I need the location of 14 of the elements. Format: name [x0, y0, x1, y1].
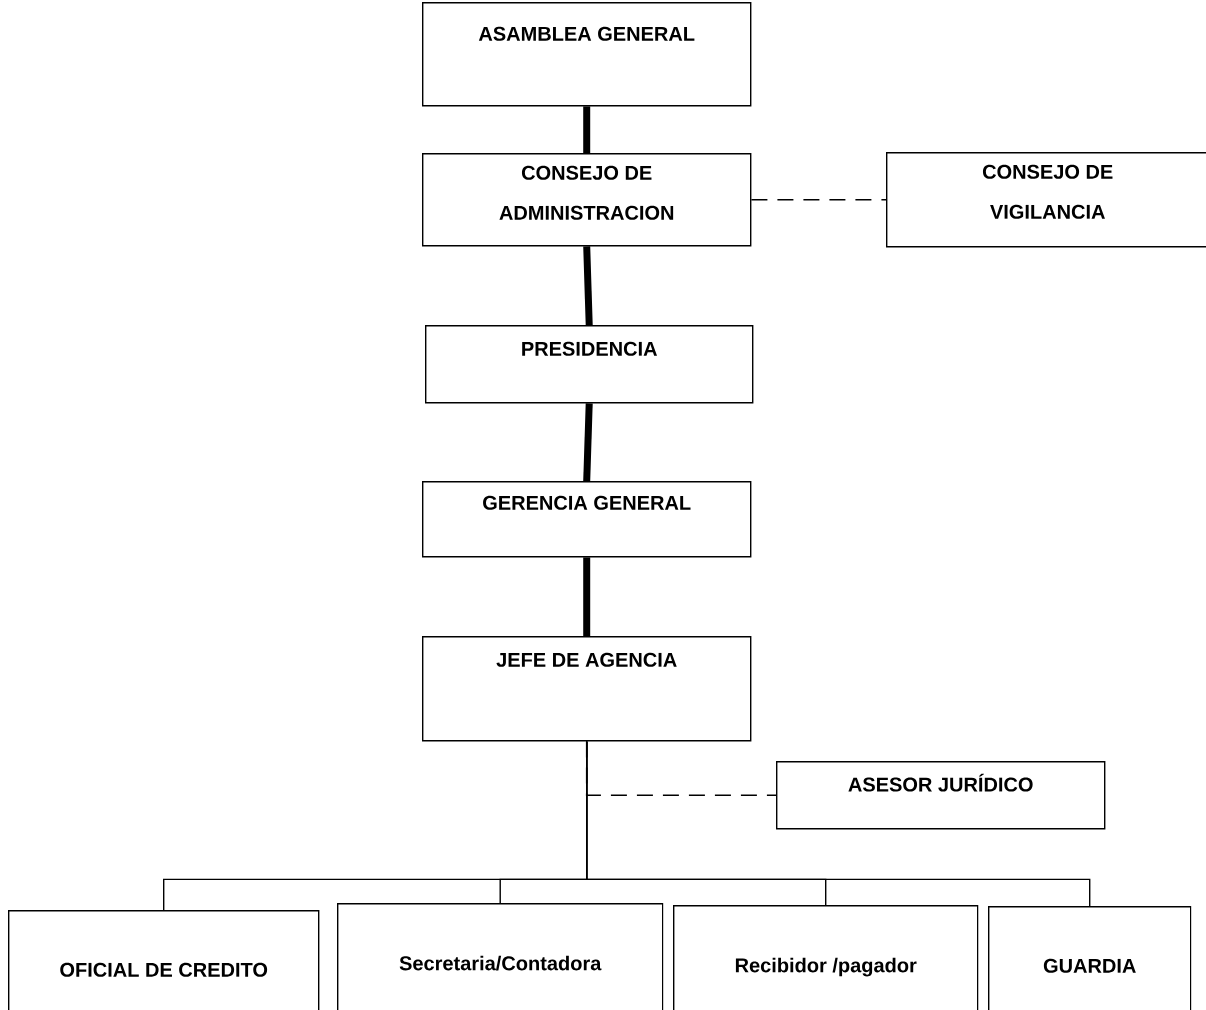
org-box: JEFE DE AGENCIA: [422, 636, 752, 742]
connector-line: [585, 740, 777, 796]
connector-line: [586, 740, 1091, 907]
org-box: CONSEJO DE VIGILANCIA: [886, 152, 1206, 248]
org-box: ASAMBLEA GENERAL: [422, 2, 752, 107]
org-box: CONSEJO DE ADMINISTRACION: [422, 153, 752, 247]
org-box: PRESIDENCIA: [425, 325, 754, 404]
org-box: GUARDIA: [988, 906, 1192, 1010]
connector-line: [750, 198, 887, 201]
org-box: Recibidor /pagador: [673, 905, 979, 1010]
org-box: GERENCIA GENERAL: [422, 481, 752, 558]
org-box: OFICIAL DE CREDITO: [8, 910, 320, 1010]
org-box: Secretaria/Contadora: [337, 903, 664, 1010]
org-box: ASESOR JURÍDICO: [776, 761, 1106, 830]
